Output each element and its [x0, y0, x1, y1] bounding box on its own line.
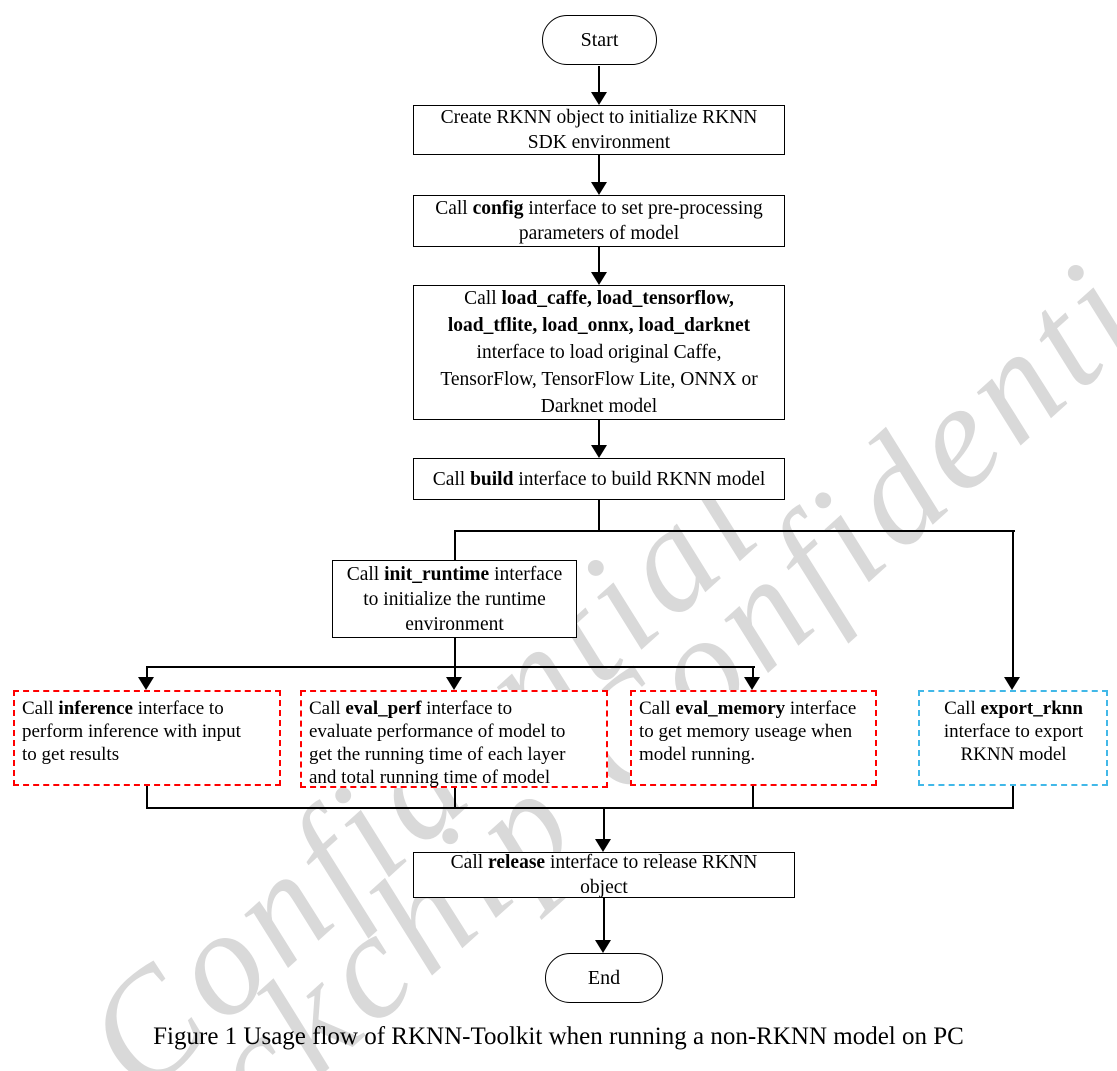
connector-line [603, 898, 605, 941]
branch-line-top [454, 530, 1015, 532]
connector-line [146, 666, 148, 678]
arrowhead-down-icon [744, 677, 760, 690]
connector-line [146, 786, 148, 809]
connector-line [598, 155, 600, 183]
node-call-build: Call build interface to build RKNN model [413, 458, 785, 500]
arrowhead-down-icon [1004, 677, 1020, 690]
connector-line [454, 666, 456, 678]
connector-line [598, 247, 600, 273]
connector-line [454, 786, 456, 809]
node-call-load-interfaces: Call load_caffe, load_tensorflow,load_tf… [413, 285, 785, 420]
connector-line [1012, 786, 1014, 809]
connector-line [752, 666, 754, 678]
arrowhead-down-icon [446, 677, 462, 690]
arrowhead-down-icon [595, 940, 611, 953]
connector-line [603, 807, 605, 840]
branch-line-middle [146, 666, 755, 668]
start-label: Start [580, 28, 619, 51]
arrowhead-down-icon [591, 272, 607, 285]
connector-line [454, 638, 456, 668]
connector-line [1012, 530, 1014, 678]
arrowhead-down-icon [591, 92, 607, 105]
node-end-terminator: End [545, 953, 663, 1003]
arrowhead-down-icon [138, 677, 154, 690]
figure-caption: Figure 1 Usage flow of RKNN-Toolkit when… [153, 1023, 964, 1050]
merge-line-bottom [146, 807, 1014, 809]
connector-line [454, 530, 456, 561]
arrowhead-down-icon [591, 445, 607, 458]
node-start-terminator: Start [542, 15, 657, 65]
connector-line [598, 420, 600, 446]
connector-line [598, 66, 600, 93]
connector-line [598, 500, 600, 531]
end-label: End [587, 966, 621, 989]
node-call-config: Call config interface to set pre-process… [413, 195, 785, 247]
connector-line [752, 786, 754, 809]
arrowhead-down-icon [595, 839, 611, 852]
arrowhead-down-icon [591, 182, 607, 195]
